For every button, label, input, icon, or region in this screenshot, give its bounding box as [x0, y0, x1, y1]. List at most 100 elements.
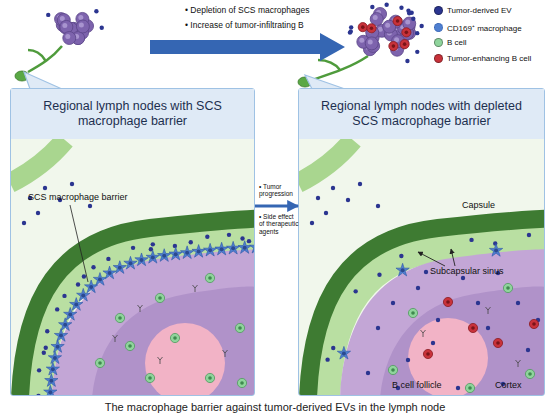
tumor-cell-nucleus	[79, 22, 84, 27]
antibody	[516, 360, 521, 367]
macrophage	[158, 249, 171, 262]
leader-line	[70, 205, 88, 282]
vessel-line	[28, 46, 62, 72]
macrophage-core	[98, 278, 102, 282]
macrophage	[135, 253, 148, 266]
tumor-ev	[189, 240, 193, 244]
antibody	[486, 307, 491, 314]
tumor-ev	[55, 307, 59, 311]
macrophage	[250, 240, 254, 253]
macrophage-body	[64, 307, 77, 320]
macrophage-core	[401, 268, 405, 272]
legend-entry: Tumor-derived EV	[434, 6, 512, 15]
b-cell-nucleus	[391, 368, 395, 372]
macrophage-core	[74, 303, 78, 307]
tumor-ev	[91, 265, 95, 269]
tumor-ev	[100, 26, 104, 30]
macrophage-body	[489, 244, 502, 257]
tumor-cell-nucleus	[359, 38, 364, 43]
capsule	[308, 218, 544, 395]
macrophage-core	[128, 261, 132, 265]
macrophage-body	[180, 246, 193, 259]
tumor-enhancing-b-cell	[389, 41, 398, 50]
macrophage	[226, 241, 239, 254]
macrophage	[180, 246, 193, 259]
tumor-ev	[384, 3, 388, 7]
guide-path	[338, 247, 544, 395]
antibody	[223, 350, 228, 357]
tumor-ev	[44, 346, 48, 350]
tumor-cell-nucleus	[368, 39, 373, 44]
b-cell	[115, 313, 124, 322]
tumor-cluster	[46, 9, 104, 45]
b-cell-nucleus	[238, 326, 242, 330]
macrophage-core	[68, 312, 72, 316]
b-cell-nucleus	[208, 276, 212, 280]
macrophage	[46, 362, 59, 375]
tumor-ev	[151, 242, 155, 246]
tumor-cell-nucleus	[373, 15, 378, 20]
tumor-ev	[526, 348, 530, 352]
b-cell	[408, 308, 417, 317]
b-cell-nucleus	[471, 326, 475, 330]
tumor-ev	[131, 246, 135, 250]
tumor-ev	[377, 273, 381, 277]
macrophage	[146, 250, 159, 263]
legend-swatch	[434, 54, 443, 63]
b-cell-nucleus	[208, 376, 212, 380]
macrophage-body	[113, 261, 126, 274]
tumor-ev	[173, 244, 177, 248]
b-cell	[465, 383, 474, 392]
lymph-node-illustration	[299, 138, 544, 395]
macrophage-core	[220, 247, 224, 251]
macrophage-core	[151, 255, 155, 259]
tumor-ev	[406, 358, 410, 362]
tumor-ev	[376, 326, 380, 330]
macrophage	[44, 385, 57, 395]
tumor-ev	[405, 59, 409, 63]
b-cell-nucleus	[392, 44, 396, 48]
tumor-ev	[527, 233, 531, 237]
lymph-node-panel: Regional lymph nodes with SCS macrophage…	[10, 88, 255, 396]
macrophage-core	[208, 248, 212, 252]
tumor-ev	[456, 386, 460, 390]
macrophage-body	[238, 241, 251, 254]
annotation-label: Capsule	[462, 200, 522, 210]
annotation-label: Cortex	[495, 380, 540, 390]
macrophage-core	[51, 367, 55, 371]
legend-entry: B cell	[434, 38, 467, 47]
macrophage-body	[103, 266, 116, 279]
tumor-enhancing-b-cell	[358, 23, 367, 32]
macrophage	[85, 280, 98, 293]
macrophage-core	[174, 252, 178, 256]
b-cell	[145, 373, 154, 382]
tumor-ev	[349, 25, 353, 29]
tumor-ev	[62, 294, 66, 298]
annotation-label: SCS macrophage barrier	[28, 192, 133, 202]
macrophage	[203, 243, 216, 256]
lymph-node-illustration	[11, 138, 254, 395]
tumor-ev	[36, 211, 40, 215]
macrophage-body	[250, 240, 254, 253]
macrophage-core	[140, 258, 144, 262]
tumor-ev	[70, 182, 74, 186]
tumor-ev	[331, 186, 335, 190]
b-cell	[237, 378, 246, 387]
antibody	[138, 305, 143, 312]
tumor-ev	[415, 50, 419, 54]
macrophage	[103, 266, 116, 279]
afferent-vessel	[11, 140, 65, 183]
tumor-ev	[22, 221, 26, 225]
callout-pointer	[24, 72, 62, 89]
macrophage-body	[135, 253, 148, 266]
tumor-ev	[36, 394, 40, 395]
b-cell	[205, 273, 214, 282]
tumor-ev	[37, 368, 41, 372]
tumor-enhancing-b-cell	[400, 40, 409, 49]
b-cell-nucleus	[173, 336, 177, 340]
macrophage-body	[44, 385, 57, 395]
b-cell-nucleus	[411, 311, 415, 315]
annotation-label: • Side effect of therapeutic agents	[259, 213, 299, 235]
tumor-ev	[424, 270, 428, 274]
